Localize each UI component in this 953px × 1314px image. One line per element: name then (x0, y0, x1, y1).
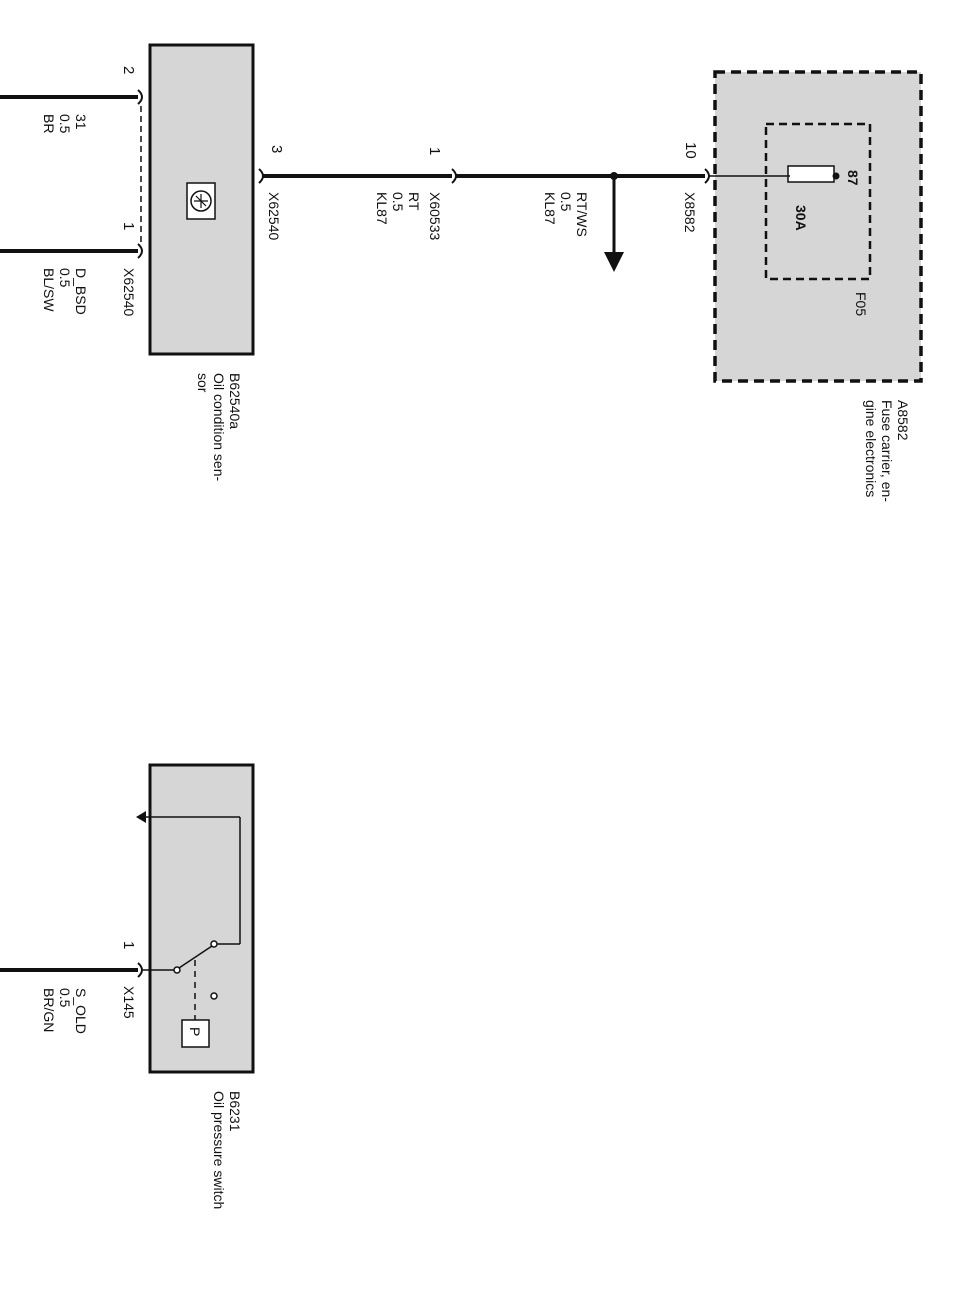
fuse-icon (787, 165, 840, 183)
data-wire-color: BL/SW (41, 268, 57, 312)
oil-pressure-switch-b6231[interactable]: P (136, 763, 255, 1074)
fuse-carrier-desc-1: Fuse carrier, en- (879, 400, 895, 502)
feed-wire-signal: KL87 (542, 192, 558, 225)
fuse-f05-box (764, 122, 872, 281)
x62540-data-connector-label: X62540 (121, 268, 137, 316)
data-wire-size: 0.5 (57, 268, 73, 288)
oil-condition-sensor-b62540a[interactable] (140, 43, 255, 356)
x62540-pin-3-number: 3 (268, 145, 285, 153)
oil-condition-sensor-id: B62540a (227, 373, 243, 429)
x145-connector-label: X145 (121, 986, 137, 1019)
x62540-pin-1-number: 1 (120, 222, 137, 230)
oil-pressure-switch-desc: Oil pressure switch (211, 1091, 227, 1209)
fuse-carrier-id: A8582 (895, 400, 911, 441)
x8582-pin-number: 10 (682, 142, 699, 159)
arrow-down-icon[interactable] (604, 176, 624, 272)
fuse-carrier-a8582[interactable] (713, 70, 923, 383)
x62540-pin-1 (137, 243, 143, 259)
x8582-connector-label: X8582 (682, 192, 698, 233)
x62540-pin-2 (137, 89, 143, 105)
pressure-switch-icon: P (143, 940, 218, 1048)
x145-pin-1 (137, 962, 143, 978)
fuse-id: F05 (853, 292, 869, 316)
connector-x60533 (451, 168, 457, 184)
fuse-pin: 87 (845, 170, 861, 186)
ground-icon (136, 811, 241, 945)
x60533-pin-number: 1 (426, 147, 443, 155)
sensor-wire-signal: KL87 (374, 192, 390, 225)
x62540-pin-2-number: 2 (120, 66, 137, 74)
x60533-connector-label: X60533 (427, 192, 443, 240)
oil-pressure-switch-id: B6231 (227, 1091, 243, 1132)
switch-wire-signal: S_OLD (73, 988, 89, 1034)
feed-wire-size: 0.5 (558, 192, 574, 212)
sensor-wire-size: 0.5 (390, 192, 406, 212)
switch-wire-color: BR/GN (41, 988, 57, 1032)
data-wire-signal: D_BSD (73, 268, 89, 315)
sensor-icon (186, 182, 216, 220)
ground-wire-color: BR (41, 114, 57, 133)
ground-wire-signal: 31 (73, 114, 89, 130)
fuse-carrier-desc-2: gine electronics (863, 400, 879, 497)
x145-pin-number: 1 (120, 941, 137, 949)
x62540-supply-connector-label: X62540 (266, 192, 282, 240)
feed-wire-color: RT/WS (574, 192, 590, 237)
x62540-pin-3 (258, 168, 264, 184)
ground-wire-size: 0.5 (57, 114, 73, 134)
connector-x8582-pin (704, 168, 710, 184)
fuse-rating: 30A (793, 205, 809, 231)
oil-condition-sensor-desc-2: sor (195, 373, 211, 393)
oil-condition-sensor-desc-1: Oil condition sen- (211, 373, 227, 482)
pressure-symbol: P (187, 1027, 203, 1036)
sensor-wire-color: RT (406, 192, 422, 211)
switch-wire-size: 0.5 (57, 988, 73, 1008)
